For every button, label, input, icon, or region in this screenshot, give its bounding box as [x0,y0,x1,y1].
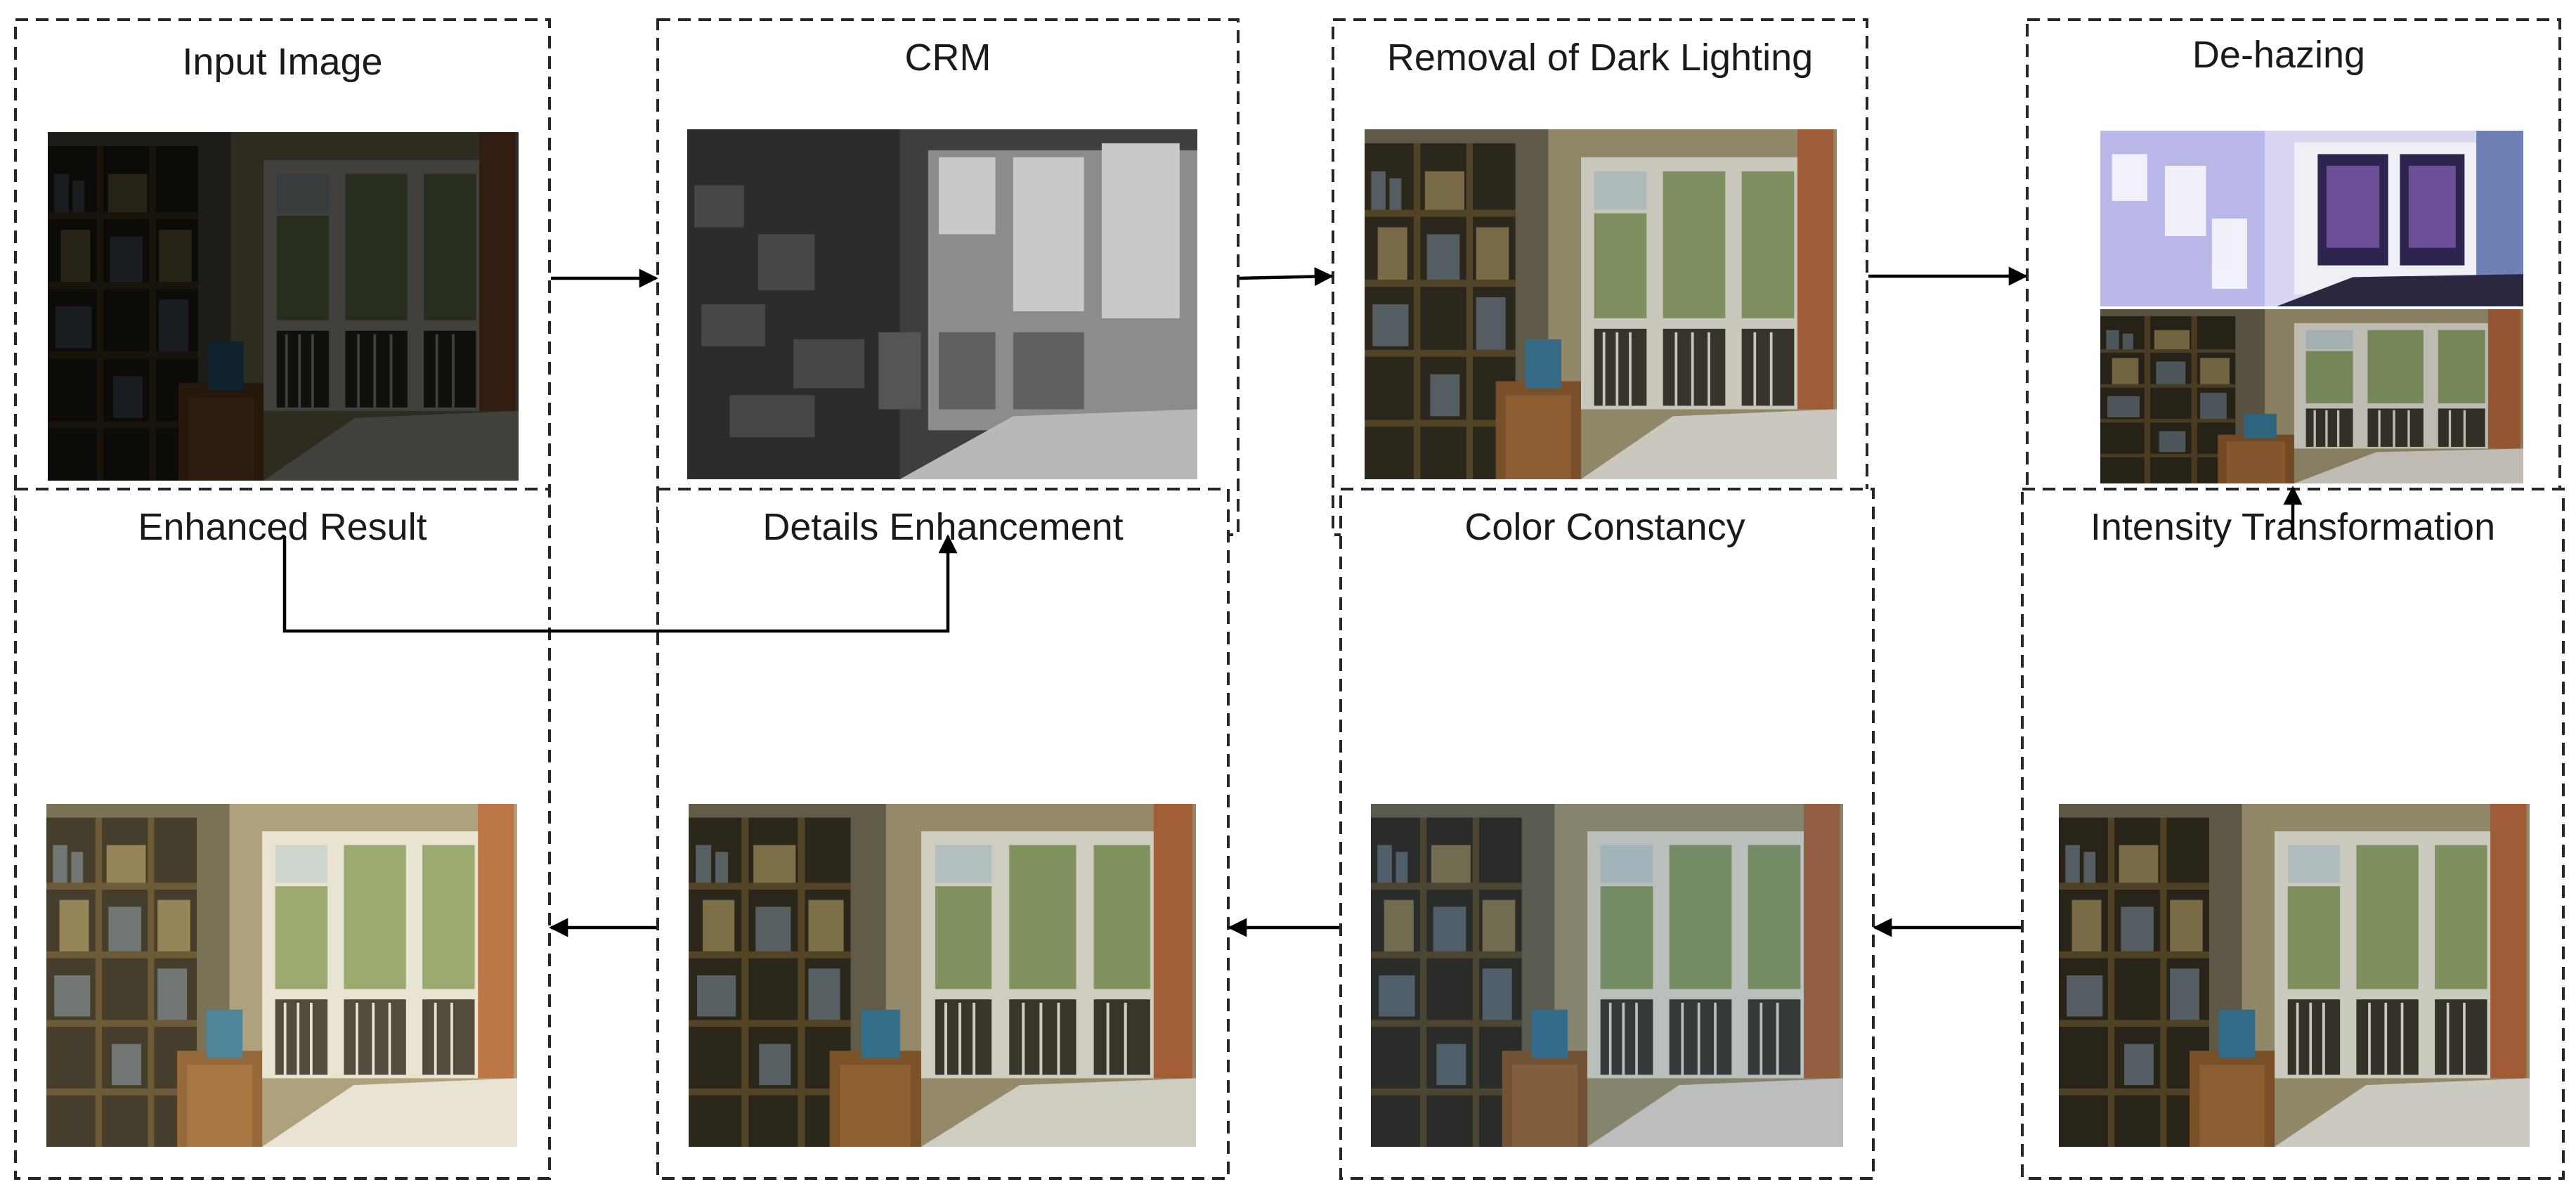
color-constancy-title: Color Constancy [1464,506,1745,548]
details-enhancement-title: Details Enhancement [762,506,1123,548]
removal-of-dark-lighting-photo [1365,129,1837,479]
removal-title: Removal of Dark Lighting [1387,37,1813,79]
input-image-photo [48,132,519,481]
intensity-transformation-photo [2059,804,2530,1147]
input-image-title: Input Image [182,41,382,83]
details-enhancement-photo [689,804,1196,1147]
crm-title: CRM [905,37,991,79]
enhanced-result-title: Enhanced Result [138,506,427,548]
enhanced-result-photo [46,804,517,1147]
arrow-input-skip-to-crm [282,534,958,633]
dehazing-result-photo [2100,309,2523,483]
arrow-crm-to-removal [1239,267,1334,287]
dehazing-title: De-hazing [2192,34,2365,76]
dehazing-transmission-image [2100,131,2523,306]
color-constancy-photo [1371,804,1843,1147]
crm-map-image [687,129,1197,479]
